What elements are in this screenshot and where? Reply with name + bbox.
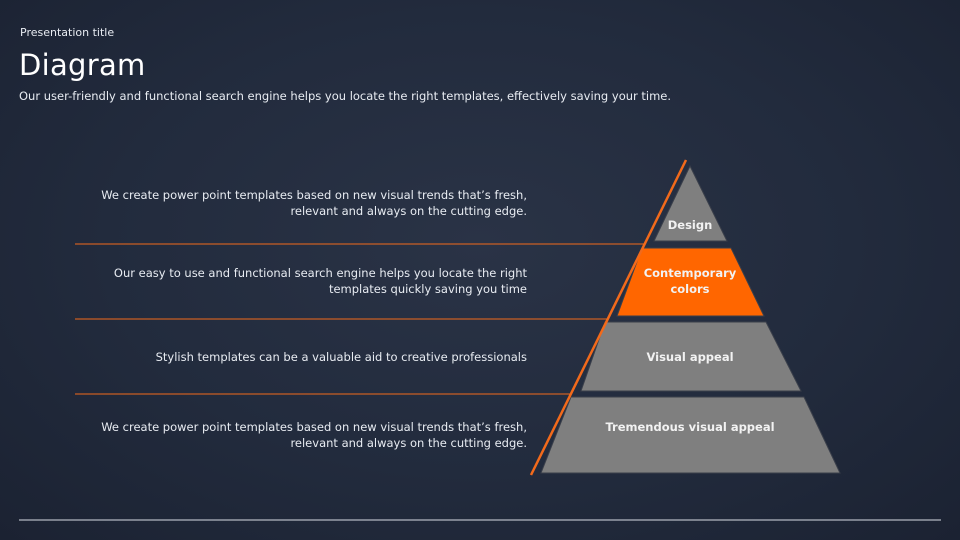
tier-label-line: Contemporary xyxy=(643,266,737,280)
description-line: Stylish templates can be a valuable aid … xyxy=(155,350,527,364)
row-description-3: Stylish templates can be a valuable aid … xyxy=(156,349,527,365)
tier-label-tremendous-visual-appeal: Tremendous visual appeal xyxy=(605,420,775,434)
presentation-title: Presentation title xyxy=(20,26,115,39)
accent-diagonal-line xyxy=(529,159,688,476)
description-line: relevant and always on the cutting edge. xyxy=(290,204,527,218)
row-description-1: We create power point templates based on… xyxy=(101,187,527,219)
tier-label-visual-appeal: Visual appeal xyxy=(646,350,734,364)
tier-design xyxy=(653,164,728,242)
description-line: We create power point templates based on… xyxy=(101,188,527,202)
page-title: Diagram xyxy=(19,48,146,82)
row-description-2: Our easy to use and functional search en… xyxy=(114,265,527,297)
tier-label-line: colors xyxy=(670,282,710,296)
description-line: templates quickly saving you time xyxy=(328,282,527,296)
tier-visual-appeal xyxy=(580,321,802,392)
description-line: Our easy to use and functional search en… xyxy=(113,266,527,280)
description-line: We create power point templates based on… xyxy=(101,420,527,434)
tier-contemporary-colors xyxy=(616,247,765,317)
page-subtitle: Our user-friendly and functional search … xyxy=(19,89,672,103)
description-line: relevant and always on the cutting edge. xyxy=(290,436,527,450)
tier-label-design: Design xyxy=(667,218,713,232)
tier-tremendous-visual-appeal xyxy=(540,396,841,474)
tier-label-contemporary-colors: Contemporary colors xyxy=(620,265,760,297)
row-description-4: We create power point templates based on… xyxy=(101,419,527,451)
